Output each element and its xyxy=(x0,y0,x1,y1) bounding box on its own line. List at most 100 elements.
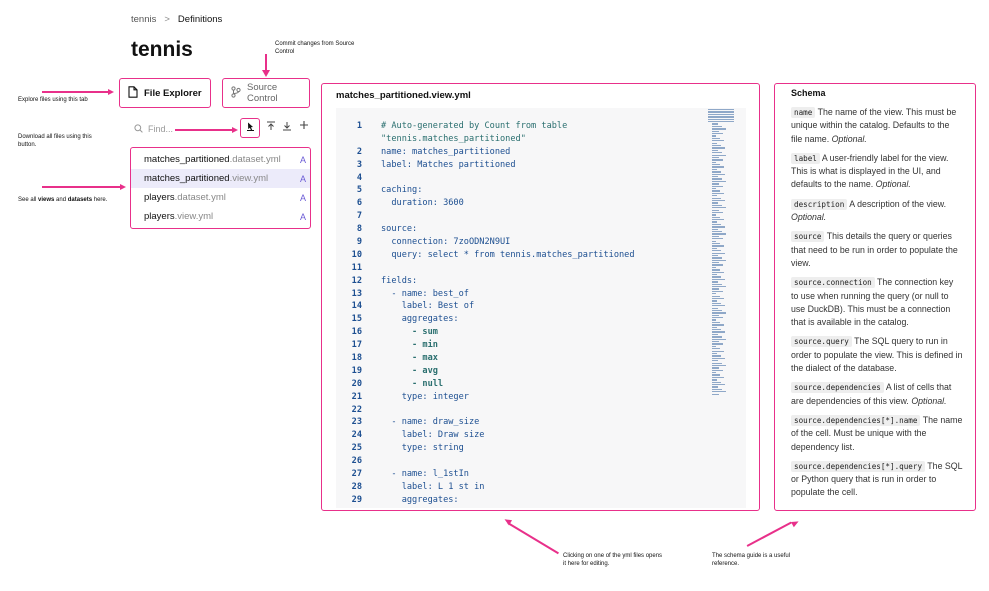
schema-description: The name of the cell. Must be unique wit… xyxy=(791,414,963,452)
minimap-line xyxy=(712,125,722,128)
minimap-line xyxy=(712,381,721,383)
schema-key: source.connection xyxy=(791,277,875,289)
minimap-line xyxy=(712,202,718,204)
minimap-line xyxy=(712,348,720,350)
code-editor[interactable]: 1# Auto-generated by Count from table"te… xyxy=(336,108,746,508)
code-text: label: Best of xyxy=(381,301,475,312)
download-icon[interactable] xyxy=(282,121,292,134)
schema-key: label xyxy=(791,152,820,164)
code-line[interactable]: 18 - max xyxy=(336,352,716,365)
code-line[interactable]: 1# Auto-generated by Count from table xyxy=(336,120,716,133)
minimap-line xyxy=(712,173,725,175)
code-line[interactable]: 14 label: Best of xyxy=(336,300,716,313)
file-item[interactable]: matches_partitioned.dataset.yml A xyxy=(131,150,310,169)
code-line[interactable]: "tennis.matches_partitioned" xyxy=(336,133,716,146)
line-number: 4 xyxy=(356,172,362,183)
minimap-line xyxy=(712,156,719,159)
code-line[interactable]: 24 label: Draw size xyxy=(336,429,716,442)
upload-icon[interactable] xyxy=(266,121,276,134)
tab-source-control[interactable]: Source Control xyxy=(222,78,310,108)
code-line[interactable]: 23 - name: draw_size xyxy=(336,416,716,429)
code-text: - name: draw_size xyxy=(381,417,480,428)
code-line[interactable]: 9 connection: 7zoODN2N9UI xyxy=(336,236,716,249)
plus-icon[interactable] xyxy=(299,119,309,133)
download-all-button[interactable] xyxy=(240,118,260,138)
code-line[interactable]: 29 aggregates: xyxy=(336,494,716,507)
file-item[interactable]: players.view.yml A xyxy=(131,207,310,226)
minimap-line xyxy=(712,262,719,264)
minimap-line xyxy=(712,245,724,247)
minimap-line xyxy=(712,140,724,142)
code-line[interactable]: 19 - avg xyxy=(336,365,716,378)
code-line[interactable]: 10 query: select * from tennis.matches_p… xyxy=(336,249,716,262)
code-text: aggregates: xyxy=(381,314,459,325)
schema-optional: Optional. xyxy=(875,179,911,190)
download-annotation: Download all files using this button. xyxy=(18,134,92,148)
minimap-line xyxy=(712,207,726,209)
code-line[interactable]: 28 label: L 1 st in xyxy=(336,481,716,494)
find-field[interactable]: Find... xyxy=(134,121,314,137)
code-text: source: xyxy=(381,224,418,235)
line-number: 11 xyxy=(351,262,362,273)
minimap-line xyxy=(712,185,723,187)
schema-key: source xyxy=(791,231,825,243)
line-number: 18 xyxy=(351,353,362,364)
minimap-line xyxy=(712,144,721,147)
minimap-line xyxy=(712,309,722,312)
code-text: type: integer xyxy=(381,391,469,402)
code-line[interactable]: 22 xyxy=(336,404,716,417)
click-yml-arrow-line xyxy=(507,522,559,554)
minimap-line xyxy=(712,312,726,314)
code-line[interactable]: 13 - name: best_of xyxy=(336,288,716,301)
tab-file-explorer-label: File Explorer xyxy=(144,87,202,99)
minimap-line xyxy=(712,223,721,226)
code-line[interactable]: 25 type: string xyxy=(336,442,716,455)
code-text: - sum xyxy=(381,327,438,338)
schema-key: name xyxy=(791,107,816,118)
see-all-text: See all xyxy=(18,197,39,203)
commit-arrow-line xyxy=(265,54,267,70)
schema-guide-annotation: The schema guide is a useful reference. xyxy=(712,553,791,567)
minimap-line xyxy=(712,369,723,371)
minimap-line xyxy=(712,367,719,369)
minimap-line xyxy=(712,228,718,230)
minimap-line xyxy=(712,307,718,309)
file-ext: .dataset.yml xyxy=(174,192,226,203)
file-item-active[interactable]: matches_partitioned.view.yml A xyxy=(131,169,310,188)
code-text: label: L 1 st in xyxy=(381,481,485,492)
file-stem: matches_partitioned xyxy=(144,154,230,165)
code-line[interactable]: 26 xyxy=(336,455,716,468)
schema-entry: source This details the query or queries… xyxy=(791,230,963,270)
minimap[interactable] xyxy=(708,108,738,508)
schema-optional: Optional. xyxy=(911,395,947,406)
code-line[interactable]: 17 - min xyxy=(336,339,716,352)
explore-annotation: Explore files using this tab xyxy=(18,97,88,103)
minimap-line xyxy=(712,293,716,295)
code-line[interactable]: 4 xyxy=(336,172,716,185)
line-number: 6 xyxy=(356,198,362,209)
file-item[interactable]: players.dataset.yml A xyxy=(131,188,310,207)
code-line[interactable]: 27 - name: l_1stIn xyxy=(336,468,716,481)
minimap-line xyxy=(712,247,717,250)
line-number: 13 xyxy=(351,288,362,299)
breadcrumb-root[interactable]: tennis xyxy=(131,14,157,25)
editor-filename: matches_partitioned.view.yml xyxy=(336,90,471,101)
code-line[interactable]: 21 type: integer xyxy=(336,391,716,404)
code-line[interactable]: 15 aggregates: xyxy=(336,313,716,326)
tab-file-explorer[interactable]: File Explorer xyxy=(119,78,211,108)
code-line[interactable]: 11 xyxy=(336,262,716,275)
minimap-line xyxy=(712,302,721,305)
code-text: - null xyxy=(381,378,444,389)
code-line[interactable]: 16 - sum xyxy=(336,326,716,339)
minimap-line xyxy=(712,235,719,238)
code-line[interactable]: 20 - null xyxy=(336,378,716,391)
code-line[interactable]: 6 duration: 3600 xyxy=(336,197,716,210)
code-lines: 1# Auto-generated by Count from table"te… xyxy=(336,120,716,507)
code-line[interactable]: 7 xyxy=(336,210,716,223)
file-icon xyxy=(128,85,138,101)
